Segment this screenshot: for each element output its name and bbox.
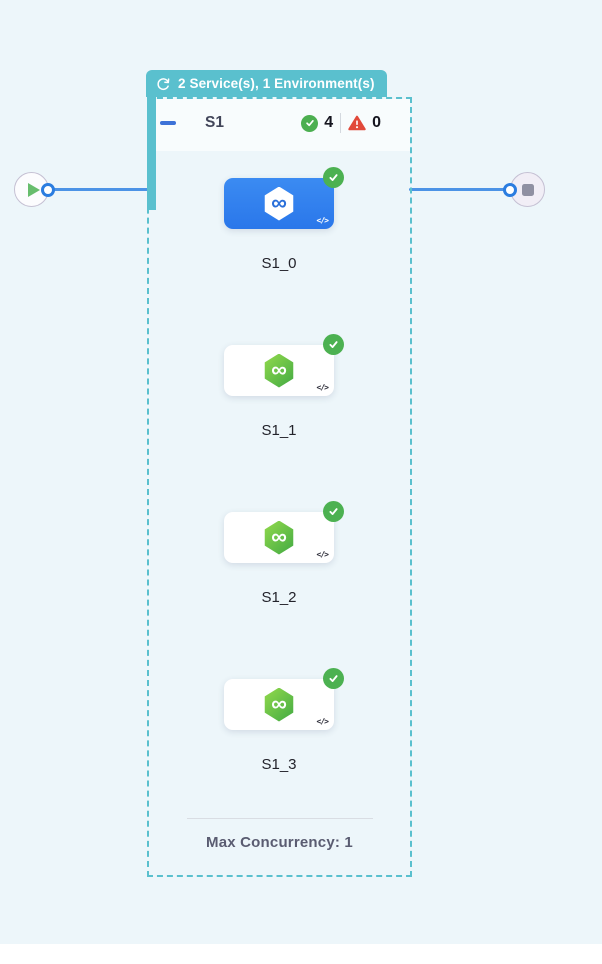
badge-divider	[340, 113, 342, 133]
end-connection-port	[503, 183, 517, 197]
success-badge-icon	[323, 501, 344, 522]
success-count-group: 4	[301, 114, 333, 132]
stop-icon	[521, 183, 534, 196]
step-label: S1_1	[261, 422, 297, 439]
harness-service-icon: ∞	[264, 520, 294, 555]
code-icon: </>	[316, 383, 329, 392]
step-label: S1_0	[261, 255, 297, 272]
infinity-glyph: ∞	[271, 356, 287, 382]
stage-collapse-toggle[interactable]: S1	[160, 114, 224, 132]
error-count: 0	[372, 114, 381, 131]
success-badge-icon	[323, 334, 344, 355]
success-count: 4	[324, 114, 334, 131]
step-node-s1-1[interactable]: ∞ </>	[224, 334, 344, 396]
success-badge-icon	[323, 167, 344, 188]
stage-status-badges: 4 0	[301, 113, 381, 133]
harness-service-icon: ∞	[264, 353, 294, 388]
error-count-group: 0	[348, 114, 381, 132]
success-check-icon	[301, 114, 319, 132]
code-icon: </>	[316, 550, 329, 559]
canvas-bottom-edge	[0, 944, 602, 964]
code-icon: </>	[316, 717, 329, 726]
collapse-minus-icon	[160, 121, 176, 125]
step-node-s1-3[interactable]: ∞ </>	[224, 668, 344, 730]
max-concurrency-label: Max Concurrency: 1	[206, 834, 353, 851]
step-node-s1-0[interactable]: ∞ </>	[224, 167, 344, 229]
tab-label: 2 Service(s), 1 Environment(s)	[178, 76, 375, 91]
harness-service-icon: ∞	[264, 687, 294, 722]
stage-name: S1	[205, 114, 224, 131]
success-badge-icon	[323, 668, 344, 689]
step-label: S1_2	[261, 589, 297, 606]
stage-selection-strip	[147, 97, 156, 210]
infinity-glyph: ∞	[271, 690, 287, 716]
stage-group-container	[147, 97, 412, 877]
connector-line-start	[47, 188, 150, 191]
harness-service-icon: ∞	[264, 186, 294, 221]
stage-header-row: S1 4 0	[160, 110, 381, 136]
step-node-s1-2[interactable]: ∞ </>	[224, 501, 344, 563]
connector-line-end	[409, 188, 509, 191]
step-label: S1_3	[261, 756, 297, 773]
footer-divider	[187, 818, 373, 819]
warning-triangle-icon	[348, 115, 366, 131]
services-environments-tab[interactable]: 2 Service(s), 1 Environment(s)	[146, 70, 387, 97]
stage-header-background	[149, 99, 410, 151]
loop-icon	[157, 77, 170, 90]
start-connection-port	[41, 183, 55, 197]
play-icon	[27, 182, 40, 197]
infinity-glyph: ∞	[271, 523, 287, 549]
code-icon: </>	[316, 216, 329, 225]
infinity-glyph: ∞	[271, 189, 287, 215]
